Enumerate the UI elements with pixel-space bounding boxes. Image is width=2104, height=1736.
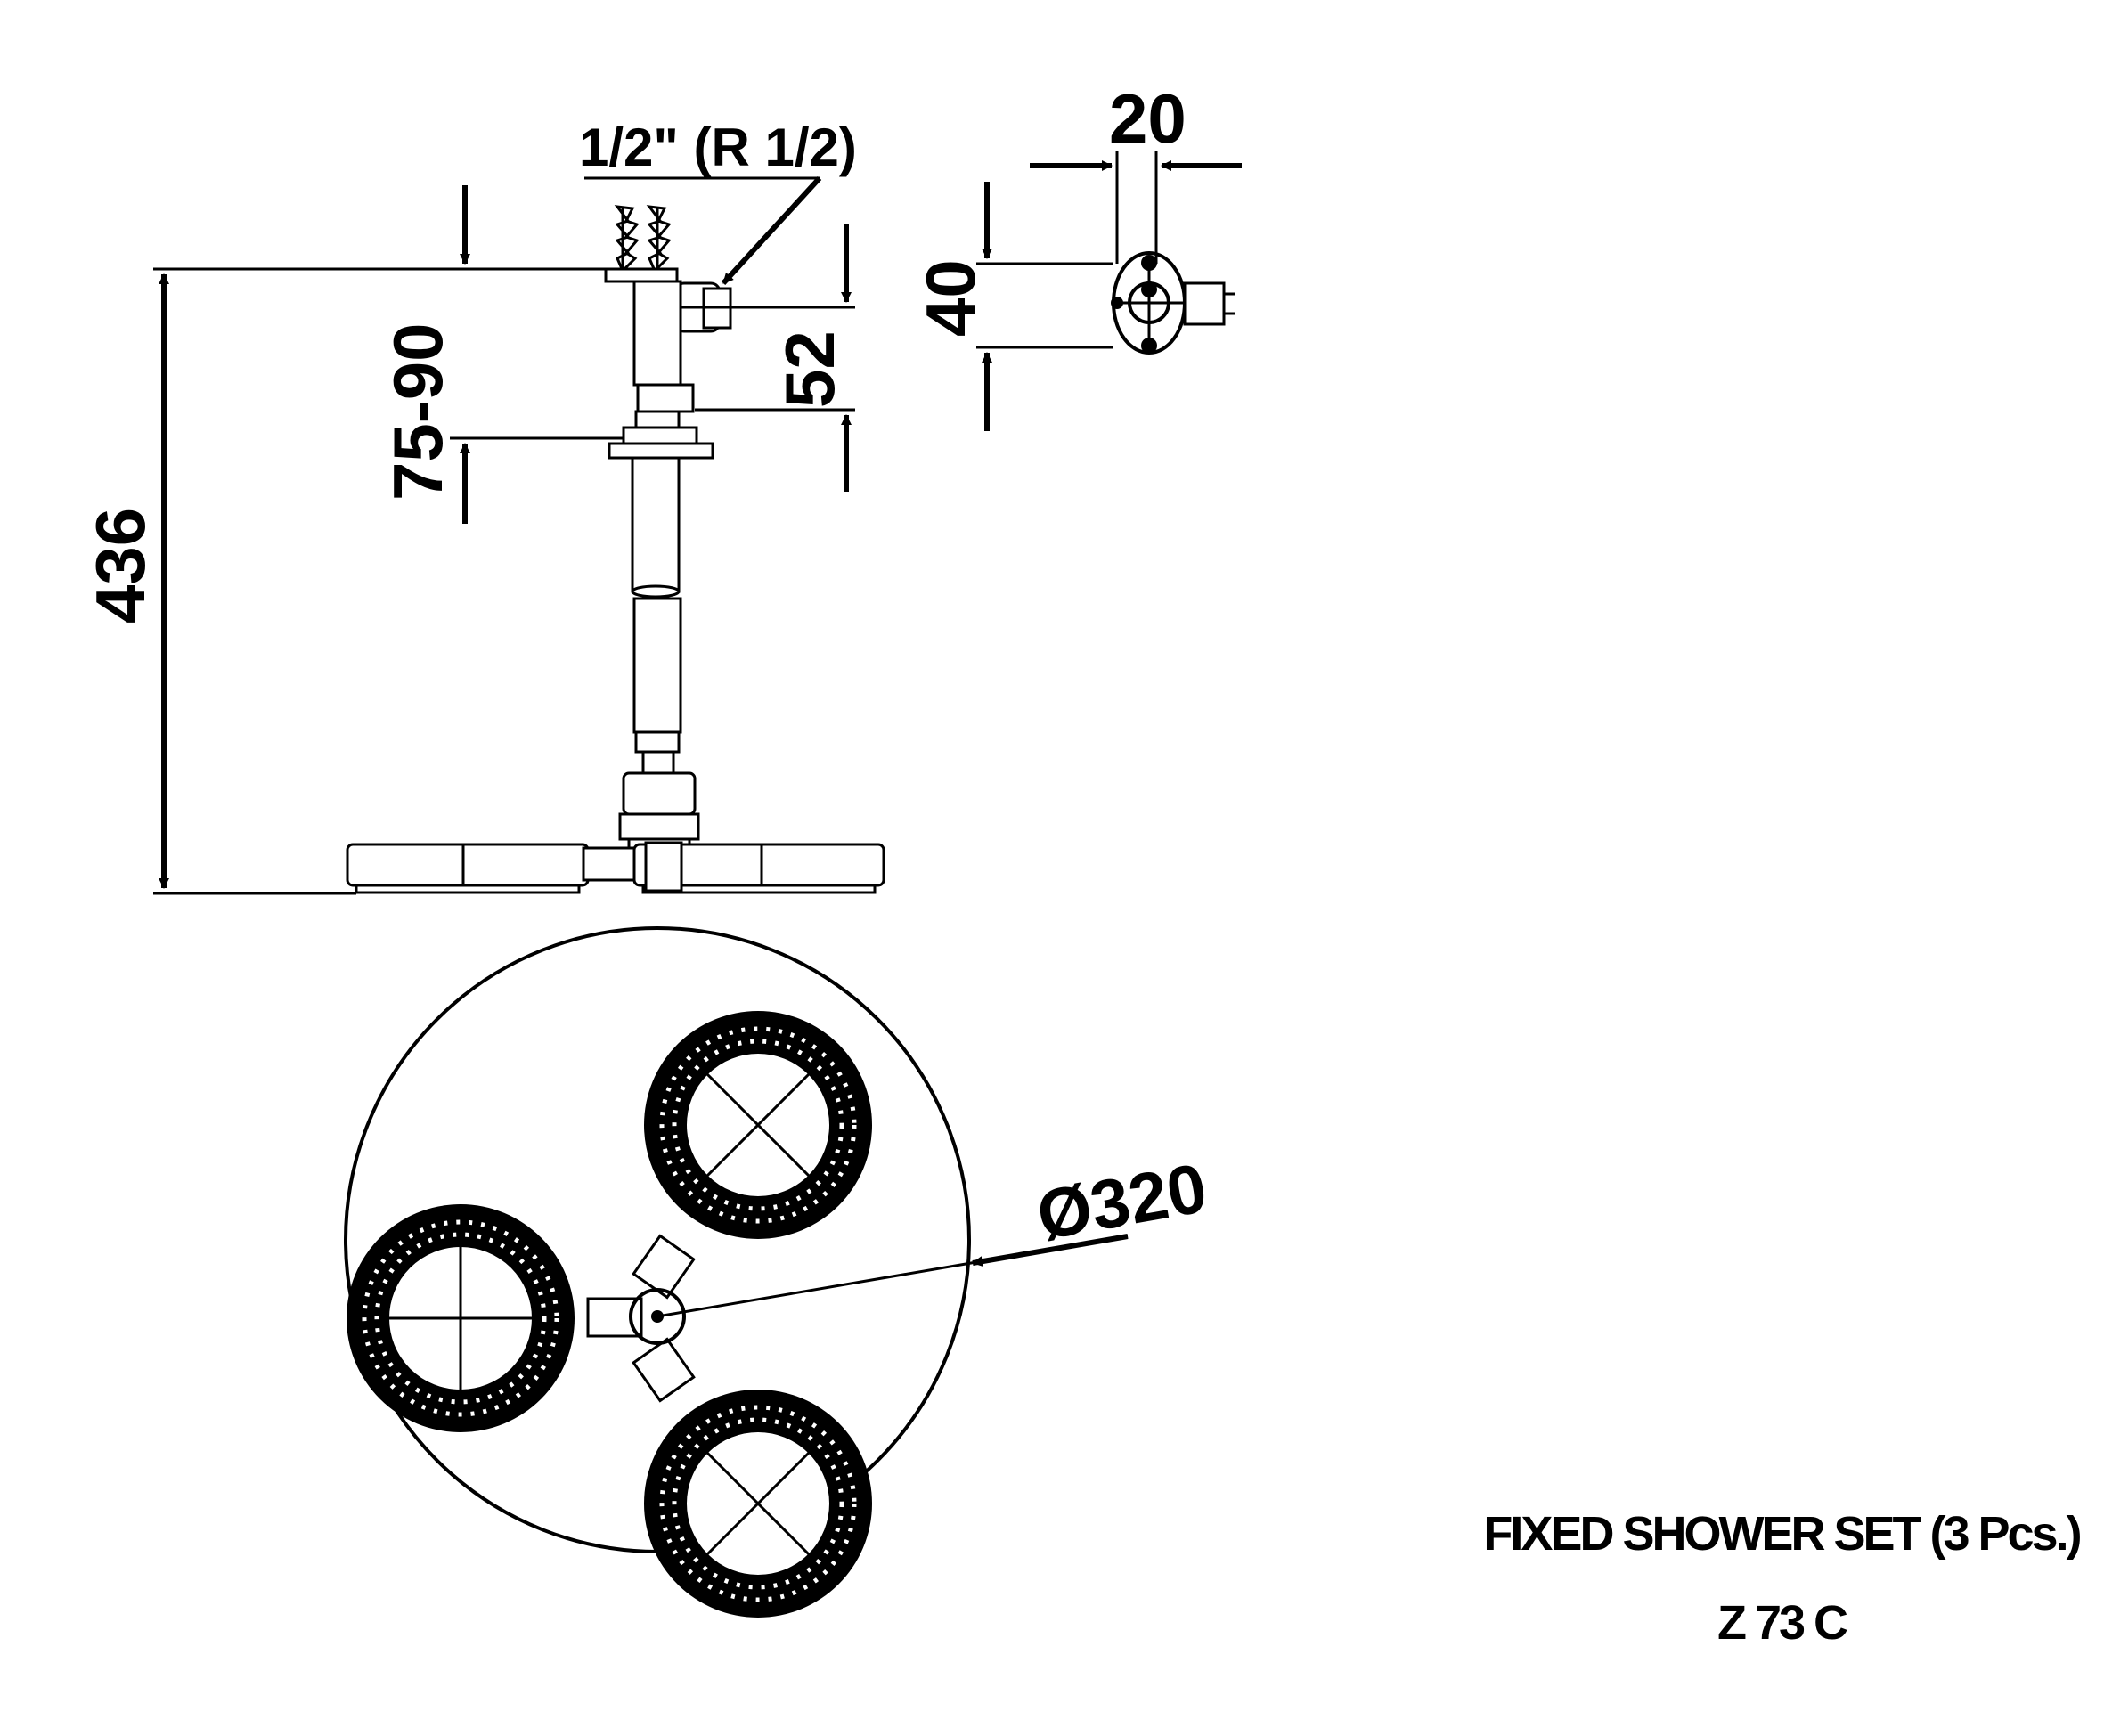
flange-detail-view: 20 40: [911, 79, 1242, 431]
flange-body: [1111, 251, 1235, 355]
plan-view: Ø320: [344, 926, 1212, 1618]
ceiling-flange: [608, 426, 714, 460]
dim-52-label: 52: [771, 330, 849, 408]
product-code: Z 73 C: [1717, 1596, 1847, 1650]
main-pipe: [631, 456, 682, 775]
side-elevation-view: 436 75-90 52 1/2" (R 1/2): [81, 118, 885, 895]
thread-size-label: 1/2" (R 1/2): [579, 118, 857, 177]
product-title: FIXED SHOWER SET (3 Pcs.): [1483, 1507, 2080, 1561]
dim-flange-width: 20: [1030, 79, 1242, 264]
dim-40-label: 40: [911, 259, 990, 337]
anchor-screws: [614, 205, 672, 276]
dim-ceiling-adjust: 75-90: [379, 185, 624, 524]
mounting-plate: [604, 267, 679, 283]
dim-total-height: 436: [81, 267, 615, 895]
inlet-elbow: [673, 281, 732, 333]
title-block: FIXED SHOWER SET (3 Pcs.) Z 73 C: [1483, 1507, 2083, 1650]
swivel-joint: [618, 771, 700, 852]
shower-head-left: [347, 1204, 575, 1432]
shower-head-bottom: [644, 1390, 872, 1618]
dim-20-label: 20: [1109, 79, 1187, 158]
dim-diameter-label: Ø320: [1032, 1148, 1212, 1255]
shower-heads-profile: [346, 841, 885, 894]
dim-flange-height: 40: [911, 182, 1113, 431]
thread-callout: 1/2" (R 1/2): [579, 118, 857, 286]
dim-75-90-label: 75-90: [379, 323, 457, 501]
arms: [586, 1234, 696, 1403]
dim-outlet-offset: 52: [695, 224, 855, 492]
center-hub: [629, 1288, 686, 1345]
shower-head-top: [644, 1011, 872, 1239]
dim-436-label: 436: [81, 508, 159, 623]
